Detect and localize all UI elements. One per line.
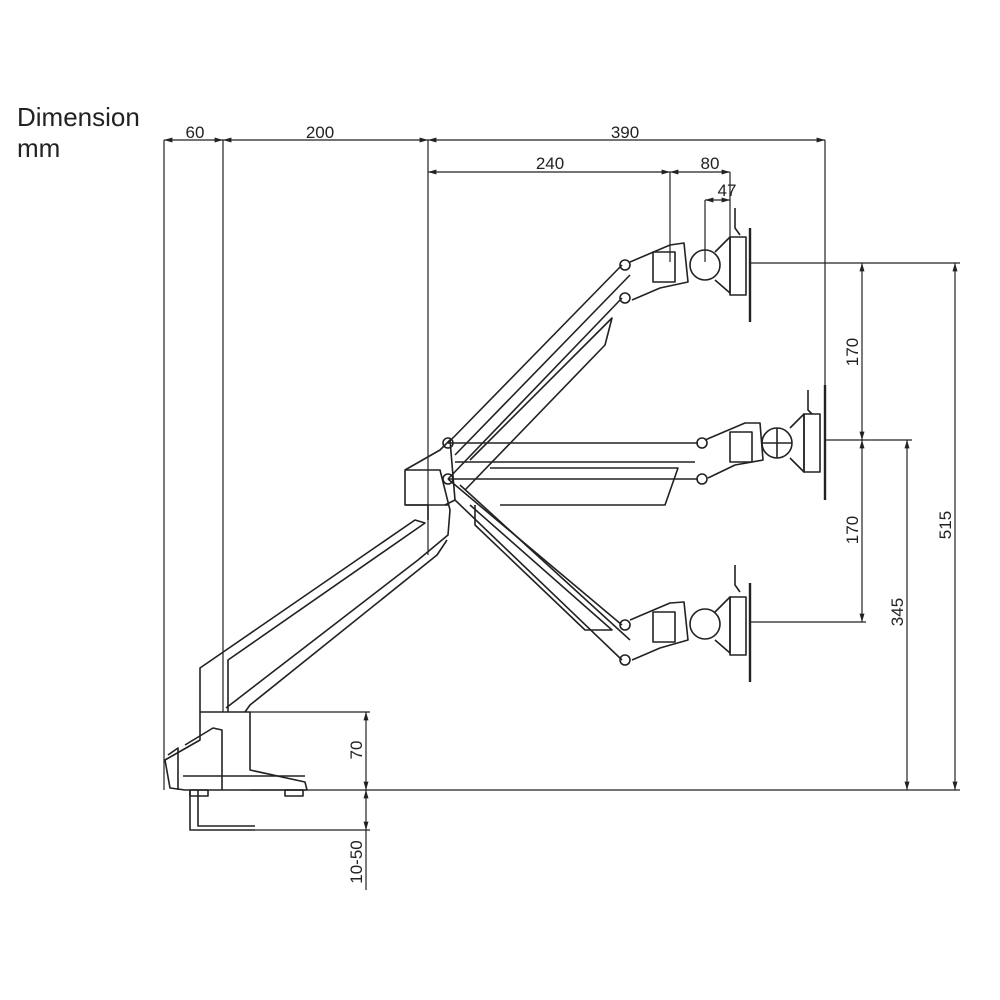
title-dimension: Dimension	[17, 102, 140, 132]
dimension-lines	[164, 137, 958, 890]
dim-label-47: 47	[718, 181, 737, 200]
lower-arm	[199, 469, 451, 713]
forearm-up	[447, 208, 752, 491]
dim-label-345: 345	[888, 598, 907, 626]
forearm-down	[447, 478, 752, 682]
dim-label-515: 515	[936, 511, 955, 539]
dim-label-70: 70	[347, 741, 366, 760]
drawing-title: Dimension mm	[17, 102, 140, 164]
elbow-joint	[404, 437, 456, 506]
forearm-level	[448, 385, 827, 506]
dim-label-200: 200	[306, 123, 334, 142]
dim-label-10-50: 10-50	[347, 840, 366, 883]
title-units: mm	[17, 133, 61, 163]
dim-label-390: 390	[611, 123, 639, 142]
dim-label-80: 80	[701, 154, 720, 173]
extension-lines	[163, 140, 960, 831]
dim-label-60: 60	[186, 123, 205, 142]
dim-label-170-lower: 170	[843, 516, 862, 544]
dim-label-240: 240	[536, 154, 564, 173]
desk-clamp-base	[164, 711, 308, 831]
dim-label-170-upper: 170	[843, 338, 862, 366]
